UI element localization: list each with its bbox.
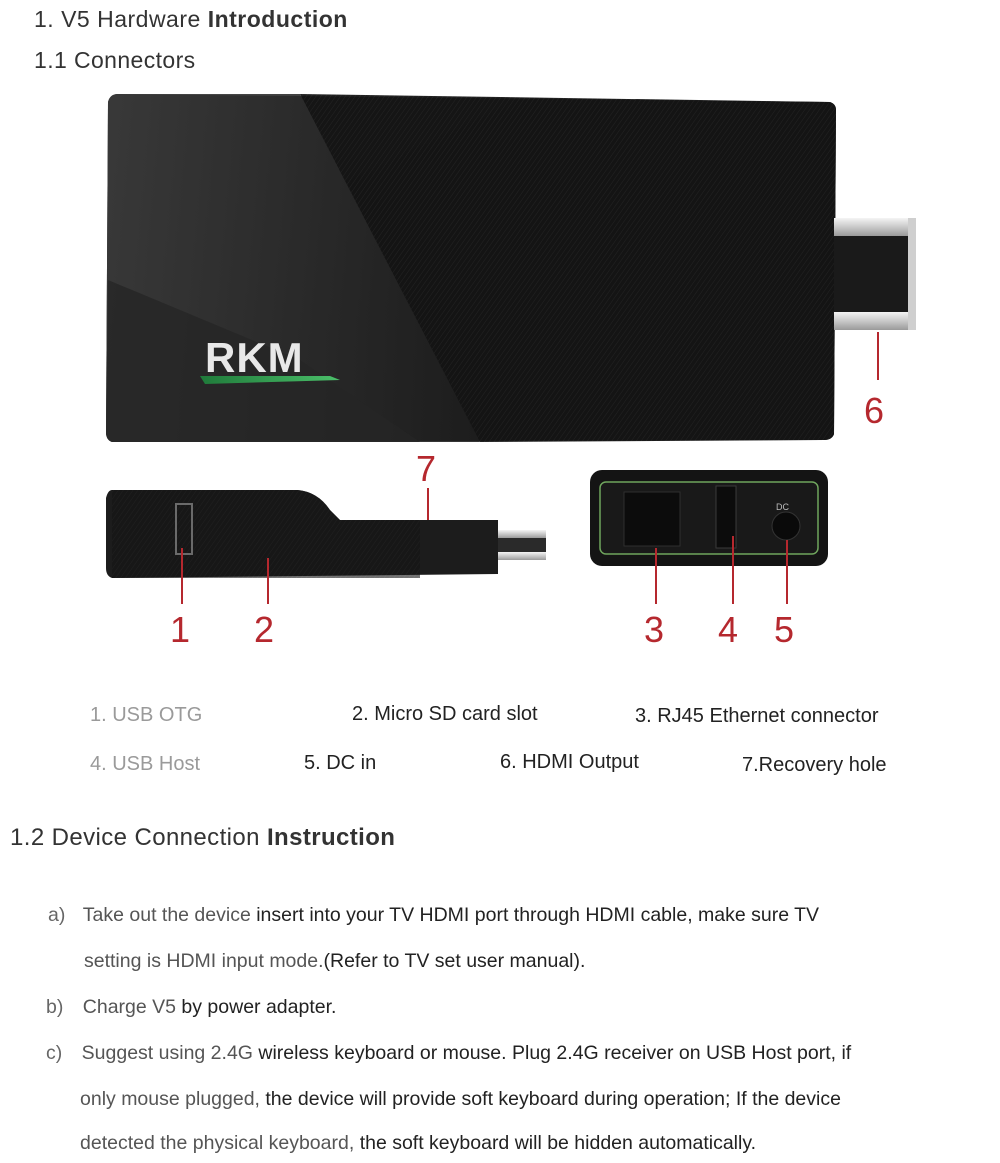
dc-port-label: DC	[776, 502, 789, 512]
side-hdmi-bottom	[498, 552, 546, 560]
list-marker-a: a)	[48, 904, 66, 926]
callout-leaders	[181, 332, 879, 604]
legend-item-usb-otg: 1. USB OTG	[90, 704, 203, 726]
instruction-b-line1: b) Charge V5 by power adapter.	[46, 996, 337, 1018]
legend-item-hdmi-output: 6. HDMI Output	[500, 751, 639, 773]
instruction-a-line2: setting is HDMI input mode.(Refer to TV …	[84, 950, 586, 972]
list-marker-c: c)	[46, 1042, 63, 1064]
legend-item-recovery-hole: 7.Recovery hole	[742, 754, 887, 776]
callout-4: 4	[718, 609, 739, 650]
side-hdmi-top	[498, 530, 546, 538]
section-heading-device-connection: 1.2 Device Connection Instruction	[10, 824, 396, 851]
hdmi-plug-shadow	[834, 218, 916, 330]
callout-7: 7	[416, 448, 437, 489]
device-illustration: RKM DC	[106, 94, 916, 604]
instruction-a-line1: a) Take out the device insert into your …	[48, 904, 820, 926]
legend-item-usb-host: 4. USB Host	[90, 753, 201, 775]
device-end-view: DC	[590, 470, 828, 566]
device-side-view	[106, 490, 546, 578]
callout-6: 6	[864, 390, 885, 431]
legend-item-micro-sd: 2. Micro SD card slot	[352, 703, 538, 725]
instruction-c-line1: c) Suggest using 2.4G wireless keyboard …	[46, 1042, 852, 1064]
section-heading-hardware: 1. V5 Hardware Introduction	[34, 6, 348, 32]
device-logo: RKM	[205, 334, 304, 381]
legend-item-dc-in: 5. DC in	[304, 752, 377, 774]
hdmi-plug-top	[834, 218, 914, 236]
callout-5: 5	[774, 609, 795, 650]
callout-3: 3	[644, 609, 665, 650]
usb-otg-port	[175, 503, 193, 555]
device-top-view: RKM	[106, 94, 916, 442]
callout-1: 1	[170, 609, 191, 650]
legend-item-rj45: 3. RJ45 Ethernet connector	[635, 705, 879, 727]
callout-2: 2	[254, 609, 275, 650]
instruction-c-line2: only mouse plugged, the device will prov…	[80, 1088, 841, 1110]
logo-underline	[200, 376, 340, 384]
list-marker-b: b)	[46, 996, 64, 1018]
instruction-c-line3: detected the physical keyboard, the soft…	[80, 1132, 757, 1154]
section-heading-connectors: 1.1 Connectors	[34, 47, 196, 73]
rj45-port	[623, 491, 681, 547]
usb-host-port	[715, 485, 737, 549]
hdmi-plug-edge	[908, 218, 916, 330]
hdmi-plug-bottom	[834, 312, 914, 330]
dc-in-port	[771, 511, 801, 541]
